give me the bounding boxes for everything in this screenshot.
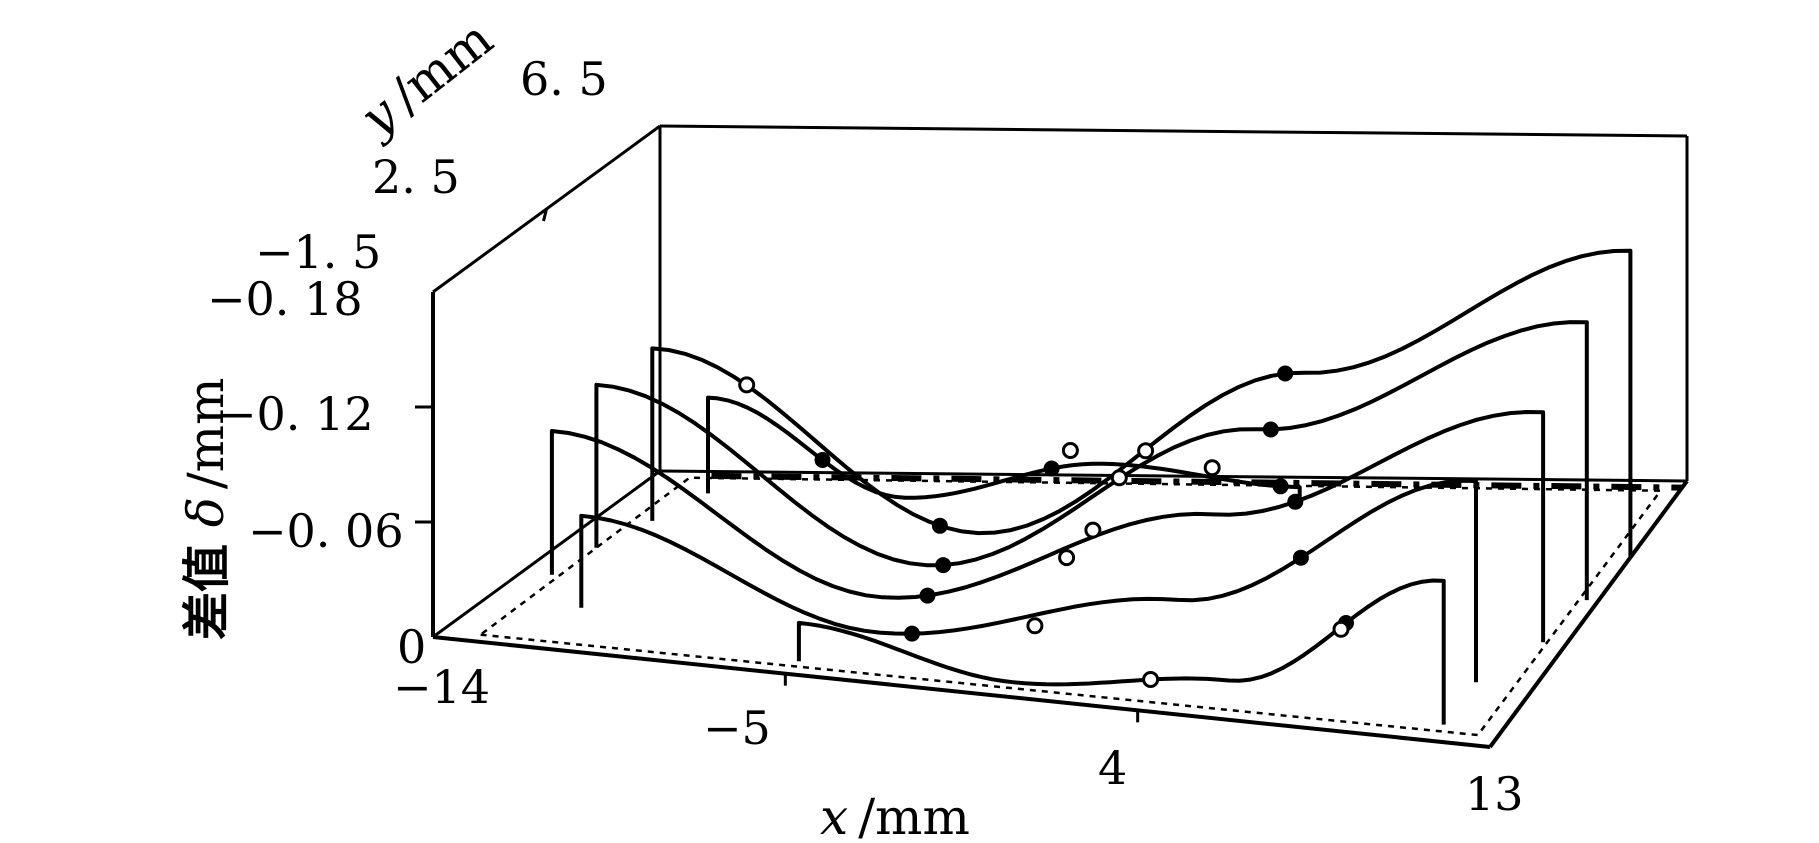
markers-group	[738, 365, 1354, 688]
y-tick-label: −1. 5	[255, 225, 381, 279]
filled-marker	[1277, 365, 1294, 382]
open-marker	[1142, 671, 1160, 688]
y-axis-title: y/mm	[348, 9, 503, 148]
open-marker	[1332, 620, 1350, 638]
z-tick-label: 0	[397, 620, 426, 674]
x-axis-unit: /mm	[858, 788, 970, 843]
open-marker	[1061, 442, 1079, 459]
open-marker	[1026, 617, 1044, 635]
filled-marker	[1262, 421, 1279, 438]
open-marker	[1137, 442, 1155, 460]
filled-marker	[1272, 478, 1289, 495]
open-marker	[1110, 469, 1128, 487]
filled-marker	[1292, 549, 1309, 566]
series-line	[594, 320, 1589, 601]
axes-frame	[431, 124, 1689, 749]
y-axis-floor-line	[432, 469, 661, 639]
x-tick-label: 4	[1098, 741, 1127, 795]
filled-marker	[919, 587, 936, 604]
floor-dotted-outline	[477, 476, 1664, 737]
back-dashdot-line	[711, 472, 1683, 491]
filled-marker	[931, 517, 948, 534]
filled-marker	[814, 452, 831, 468]
x-tick-label: −5	[703, 701, 771, 755]
z-axis-var: δ	[177, 497, 235, 527]
series-line	[549, 410, 1546, 643]
series-group	[549, 248, 1633, 725]
y-tick-label: 6. 5	[520, 52, 608, 106]
y-axis-unit: /mm	[380, 9, 504, 123]
open-marker	[1058, 549, 1076, 567]
x-axis-line	[432, 635, 1491, 749]
series-line	[706, 395, 1302, 507]
filled-marker	[935, 557, 952, 574]
open-marker	[1084, 521, 1102, 539]
back-top-edge	[659, 124, 1688, 138]
x-tick-label: 13	[1465, 767, 1524, 821]
open-marker	[738, 376, 756, 394]
z-axis-cjk: 差值	[179, 527, 235, 640]
series-line	[650, 248, 1633, 558]
x-axis-title: x/mm	[820, 788, 970, 843]
z-tick-label: −0. 12	[218, 387, 374, 441]
z-axis-title: 差值 δ/mm	[177, 378, 235, 641]
y-tick-mark	[542, 208, 548, 222]
ticks-group	[415, 208, 1140, 723]
filled-marker	[1043, 460, 1060, 477]
z-axis-unit: /mm	[177, 378, 235, 490]
filled-marker	[904, 625, 920, 642]
series-line	[579, 478, 1478, 683]
x-axis-var: x	[820, 788, 848, 843]
z-tick-label: −0. 18	[207, 272, 363, 326]
y-tick-label: 2. 5	[372, 150, 460, 204]
x-tick-label: −14	[393, 660, 490, 714]
filled-marker	[1287, 493, 1304, 510]
open-marker	[1203, 459, 1221, 477]
floor-right-edge	[1488, 479, 1689, 749]
z-tick-label: −0. 06	[248, 504, 404, 558]
floor-back-edge	[659, 469, 1688, 483]
